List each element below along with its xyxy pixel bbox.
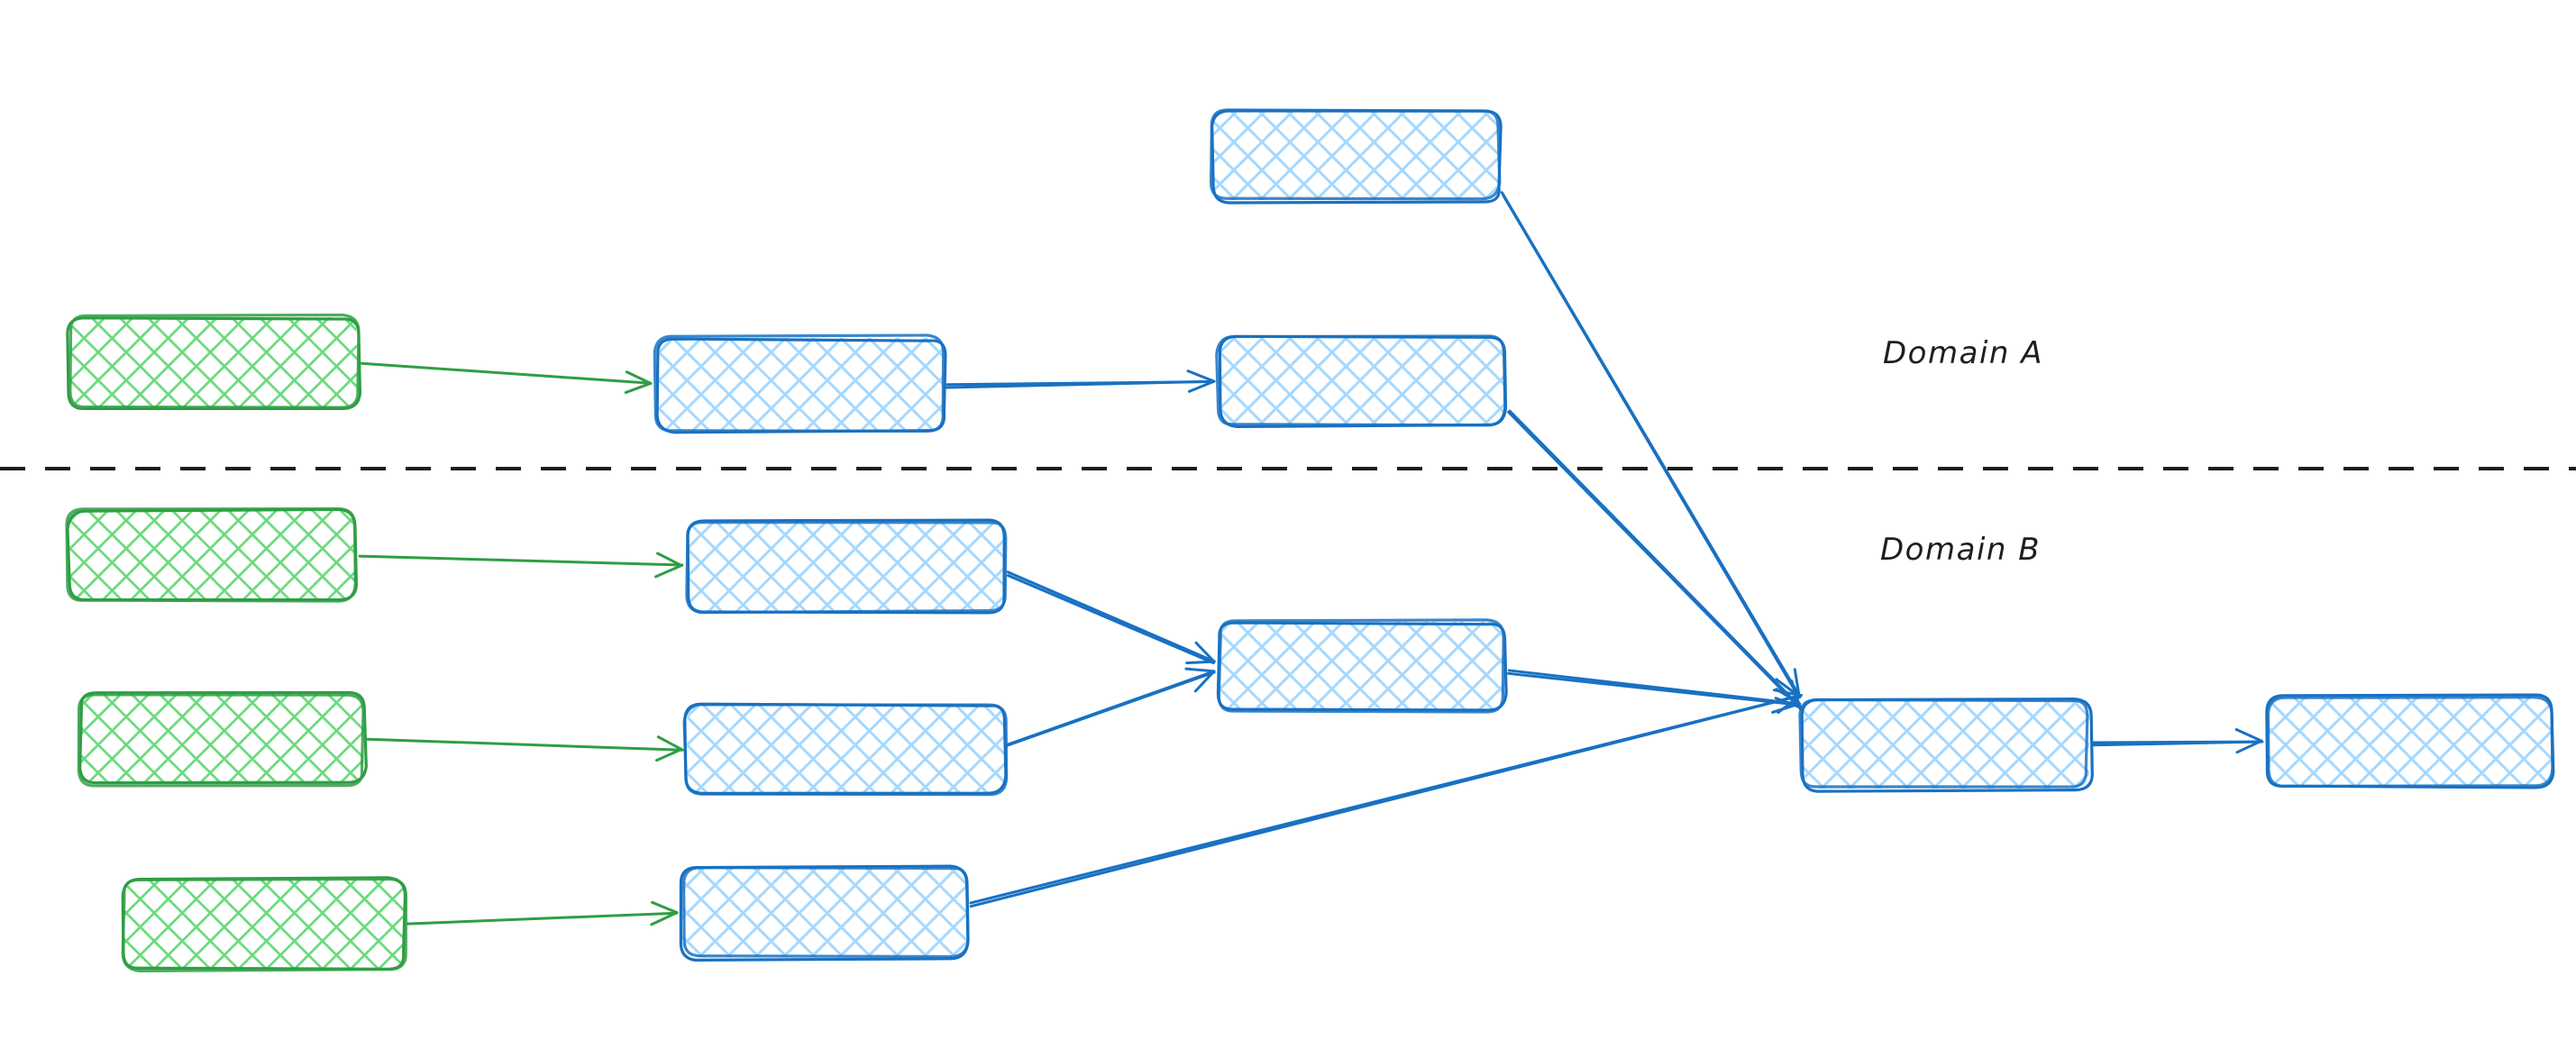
- node-green-b1[interactable]: [65, 507, 359, 603]
- edges-layer: [358, 191, 2264, 926]
- domain-a-label: Domain A: [1883, 335, 2043, 371]
- edge-e1: [360, 361, 653, 395]
- edge-e6: [365, 735, 684, 762]
- edge-e3: [1500, 191, 1802, 699]
- node-blue-a2[interactable]: [1215, 334, 1508, 429]
- node-blue-b-agg[interactable]: [1798, 698, 2094, 793]
- node-green-b2[interactable]: [77, 690, 368, 788]
- domain-b-label: Domain B: [1880, 532, 2042, 568]
- edge-e8: [1006, 570, 1216, 665]
- edge-e2: [945, 369, 1216, 393]
- node-blue-a1[interactable]: [653, 333, 947, 434]
- edge-e7: [406, 900, 679, 926]
- node-blue-b-mid[interactable]: [1216, 618, 1508, 714]
- node-blue-a-top[interactable]: [1209, 108, 1503, 205]
- edge-e11: [969, 689, 1804, 908]
- edge-e12: [2090, 727, 2264, 754]
- edge-e9: [1005, 667, 1216, 747]
- edge-e4: [1507, 409, 1803, 710]
- nodes-layer: [65, 108, 2555, 972]
- node-green-b3[interactable]: [121, 876, 408, 972]
- node-blue-b3[interactable]: [679, 864, 970, 962]
- node-green-a1[interactable]: [66, 313, 362, 411]
- node-blue-b2[interactable]: [682, 702, 1009, 797]
- node-blue-b-out[interactable]: [2265, 693, 2555, 789]
- node-blue-b1[interactable]: [685, 518, 1008, 615]
- edge-e5: [358, 552, 684, 579]
